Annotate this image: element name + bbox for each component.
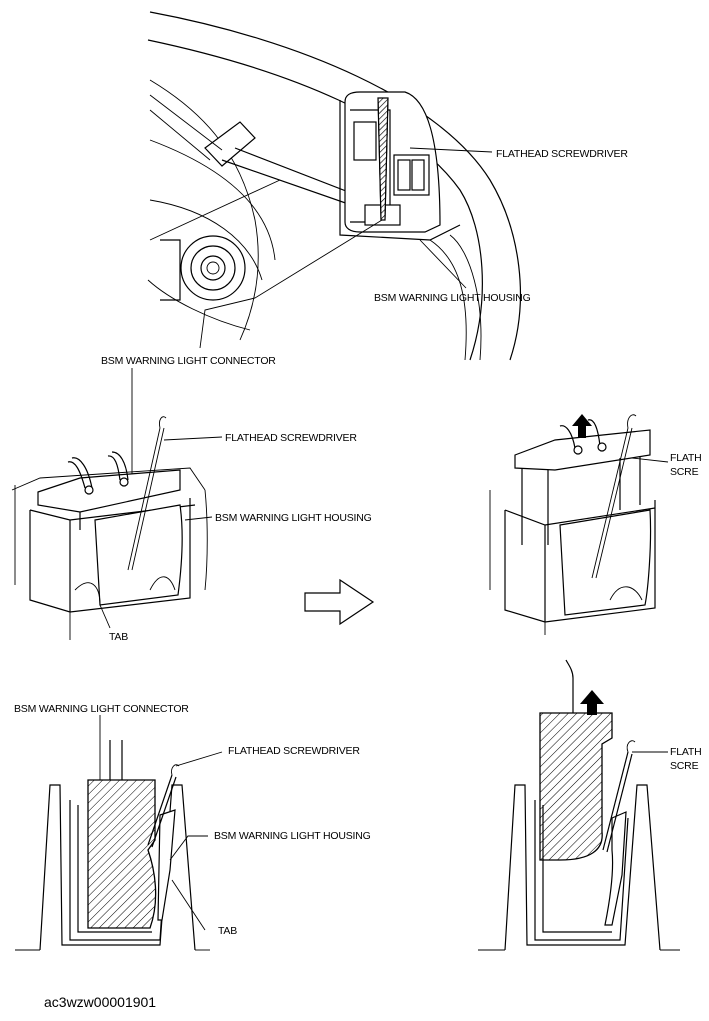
label-bot-right-screwdriver-1: FLATH [670, 746, 701, 758]
label-mid-bsm-housing: BSM WARNING LIGHT HOUSING [215, 512, 372, 524]
middle-right-illustration [489, 414, 669, 635]
direction-arrow-icon [304, 578, 375, 626]
label-mid-right-screwdriver-2: SCRE [670, 466, 699, 478]
label-mid-flathead-screwdriver: FLATHEAD SCREWDRIVER [225, 432, 357, 444]
top-view-illustration [147, 11, 522, 361]
label-mid-tab: TAB [109, 631, 128, 643]
label-bot-tab: TAB [218, 925, 237, 937]
bottom-right-cross-section [478, 659, 680, 951]
label-top-flathead-screwdriver: FLATHEAD SCREWDRIVER [496, 148, 628, 160]
label-mid-right-screwdriver-1: FLATH [670, 452, 701, 464]
label-top-bsm-connector: BSM WARNING LIGHT CONNECTOR [101, 355, 276, 367]
label-top-bsm-housing: BSM WARNING LIGHT HOUSING [374, 292, 531, 304]
label-bot-bsm-connector: BSM WARNING LIGHT CONNECTOR [14, 703, 189, 715]
label-bot-bsm-housing: BSM WARNING LIGHT HOUSING [214, 830, 371, 842]
label-bot-right-screwdriver-2: SCRE [670, 760, 699, 772]
middle-left-illustration [11, 368, 223, 640]
bottom-left-cross-section [15, 715, 223, 951]
figure-id-caption: ac3wzw00001901 [44, 994, 156, 1010]
label-bot-flathead-screwdriver: FLATHEAD SCREWDRIVER [228, 745, 360, 757]
